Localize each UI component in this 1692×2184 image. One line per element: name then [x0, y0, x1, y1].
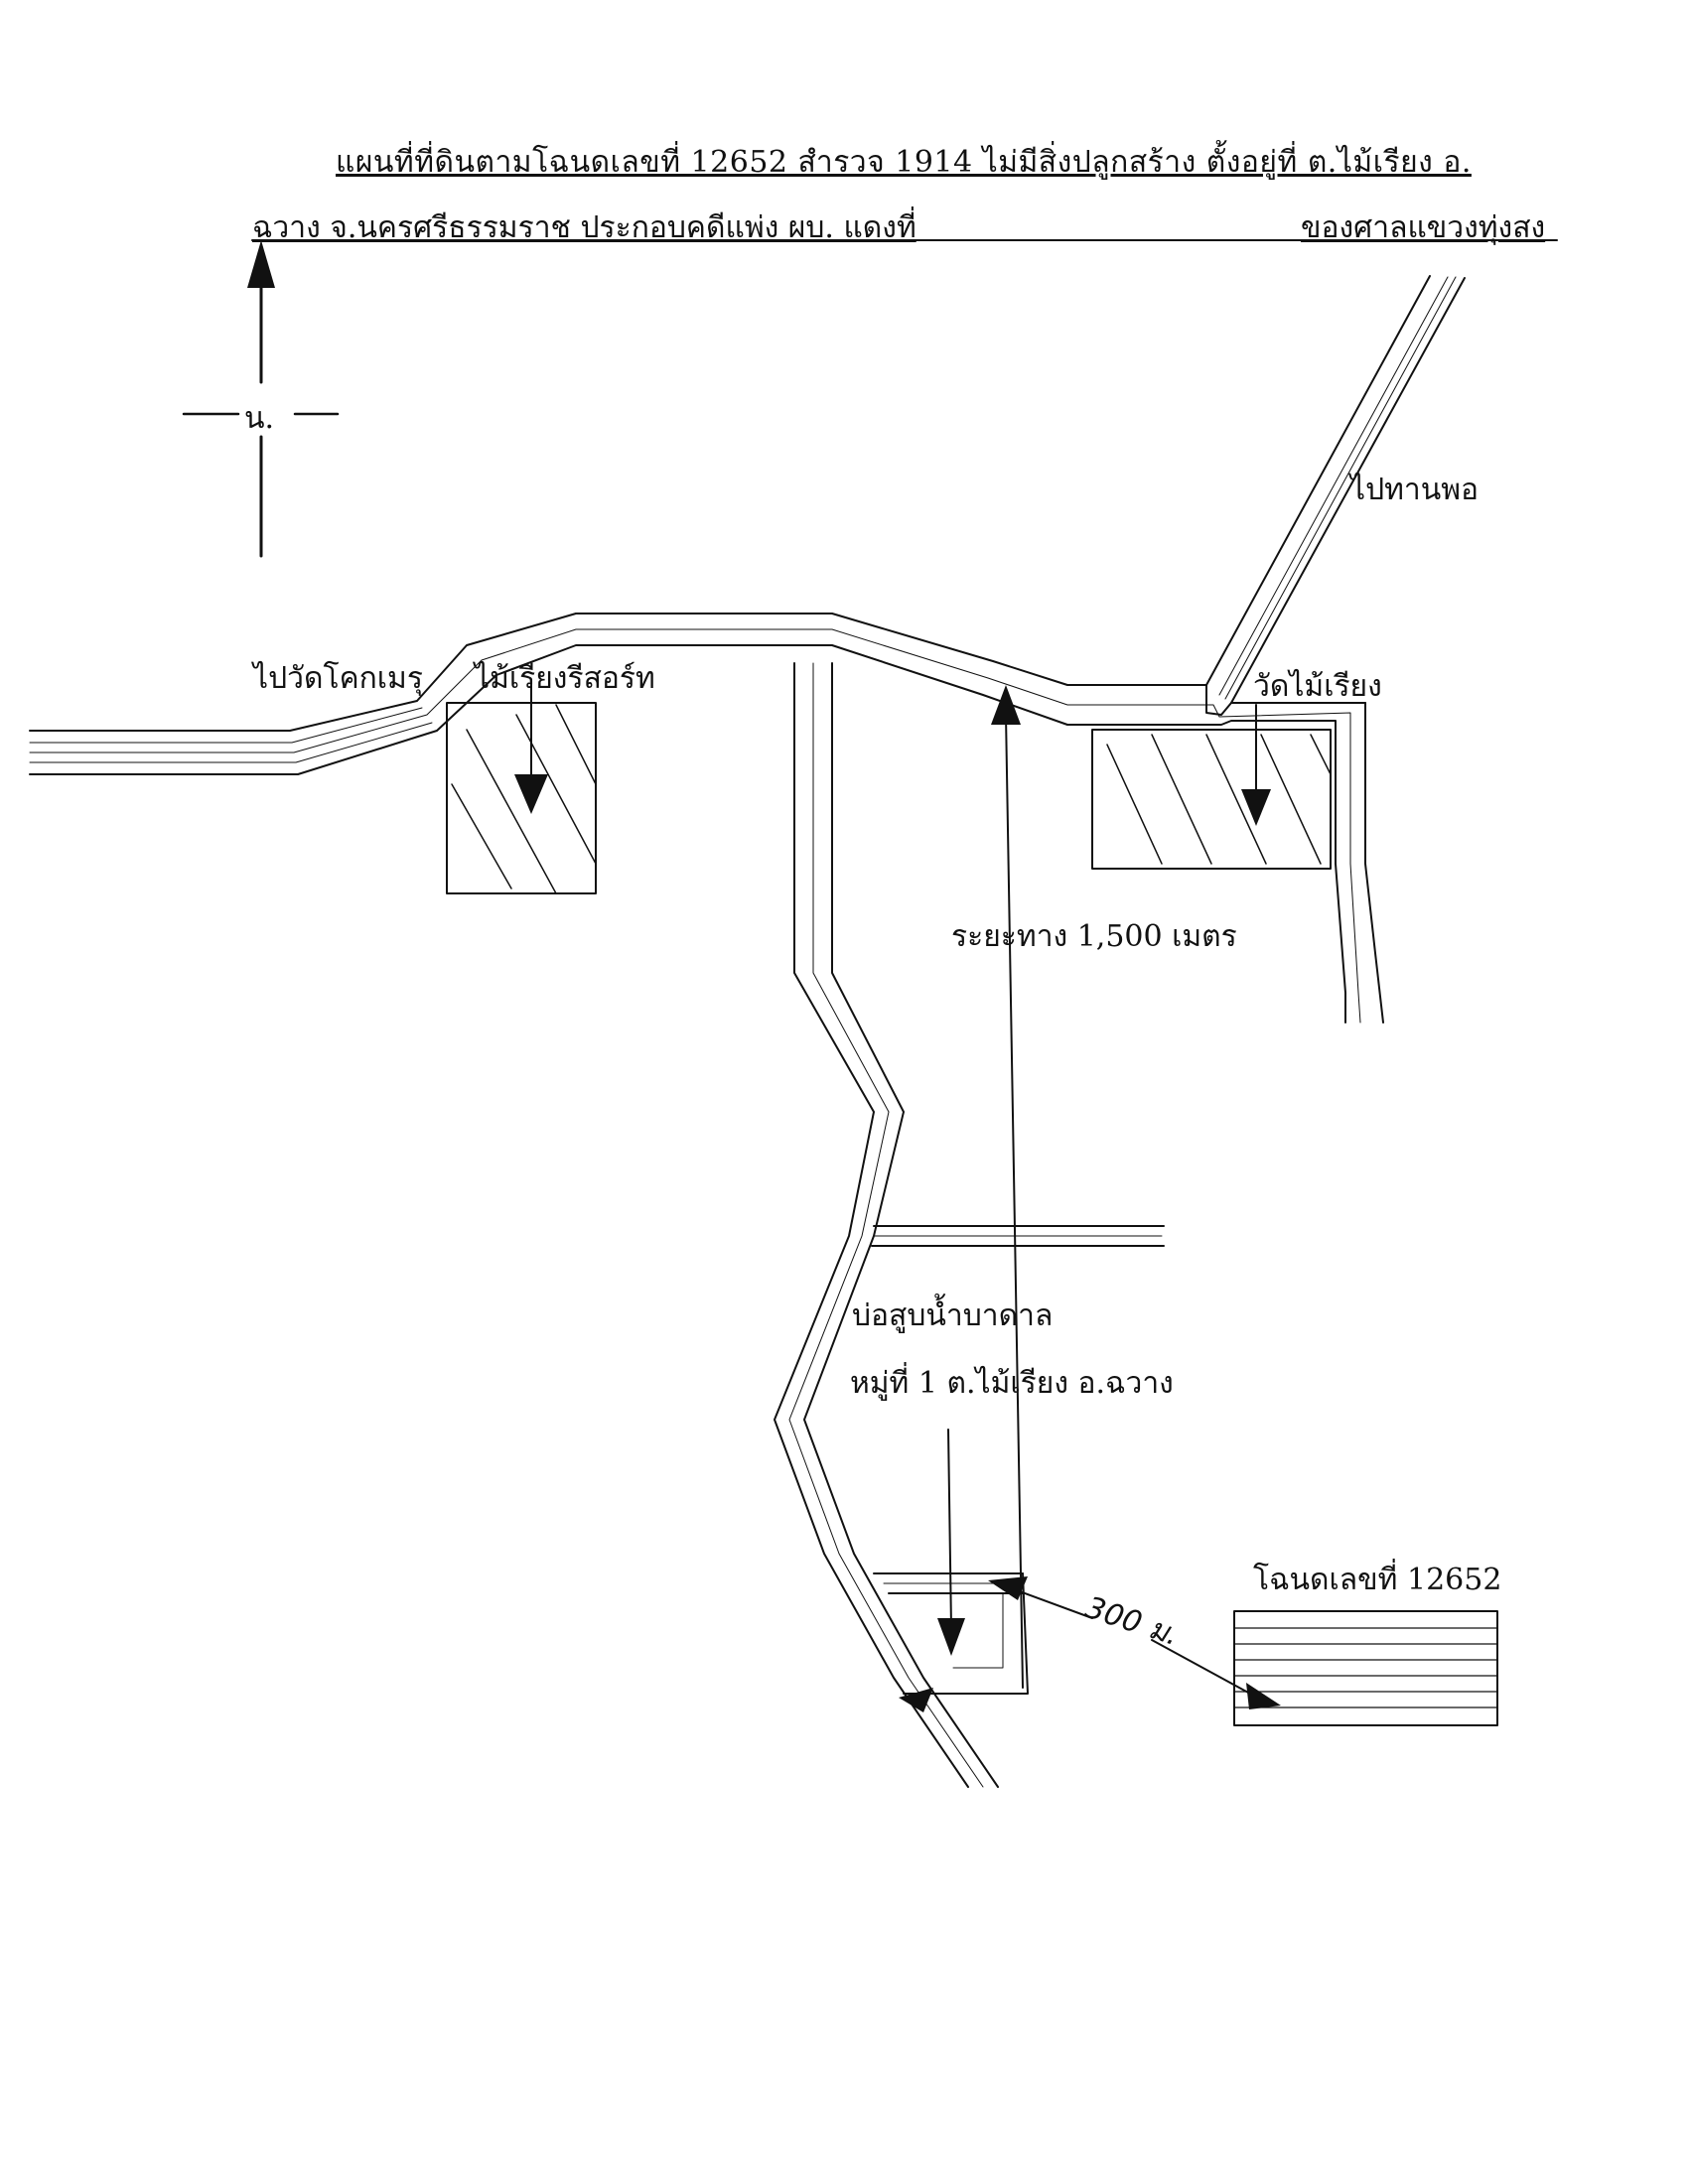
label-well: บ่อสูบน้ำบาดาล	[852, 1298, 1054, 1333]
road-end-arrow-icon	[899, 1688, 933, 1712]
distance-arrow-icon	[991, 685, 1024, 1689]
well-pointer-arrow-icon	[937, 1429, 965, 1656]
resort-pointer-arrow-icon	[514, 684, 548, 814]
label-village: หมู่ที่ 1 ต.ไม้เรียง อ.ฉวาง	[850, 1366, 1174, 1401]
temple-parcel	[1091, 729, 1332, 870]
north-label: น.	[244, 401, 275, 436]
map-title-line-1: แผนที่ที่ดินตามโฉนดเลขที่ 12652 สำรวจ 19…	[336, 145, 1472, 180]
label-to-thanpho: ไปทานพอ	[1350, 473, 1480, 507]
label-wat-mai-riang: วัดไม้เรียง	[1253, 669, 1382, 704]
label-distance: ระยะทาง 1,500 เมตร	[951, 919, 1237, 954]
road-side-east	[871, 1225, 1165, 1247]
label-deed: โฉนดเลขที่ 12652	[1253, 1563, 1502, 1597]
road-to-thanpho	[1205, 275, 1466, 704]
road-east-south	[1335, 702, 1384, 1024]
label-to-wat-khok-men: ไปวัดโคกเมรุ	[253, 661, 423, 696]
north-arrow-icon	[182, 240, 340, 558]
road-south-winding	[774, 662, 999, 1788]
resort-parcel	[446, 702, 597, 894]
label-mai-riang-resort: ไม้เรียงรีสอร์ท	[475, 661, 655, 696]
road-main-west	[29, 613, 1366, 865]
deed-parcel	[1233, 1610, 1498, 1726]
temple-pointer-arrow-icon	[1241, 704, 1271, 826]
road-side-bottom	[873, 1572, 1029, 1695]
offset-arrow-icon	[988, 1576, 1281, 1709]
